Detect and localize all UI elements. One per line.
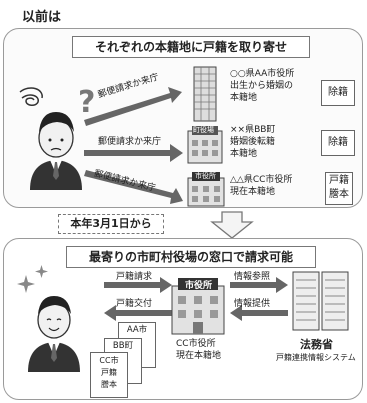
office-building-2 bbox=[187, 126, 223, 164]
doc-badge-2: 除籍 bbox=[321, 130, 355, 156]
office-building-1 bbox=[193, 66, 217, 122]
confused-person-illustration: ? bbox=[19, 85, 95, 190]
doc-badge-3: 戸籍 謄本 bbox=[325, 172, 353, 205]
happy-person-illustration bbox=[17, 265, 80, 372]
ministry-servers bbox=[292, 271, 349, 331]
office-2-sign: 町役場 bbox=[193, 126, 214, 134]
office-1-text: ○○県AA市役所 出生から婚姻の 本籍地 bbox=[230, 69, 295, 103]
svg-text:?: ? bbox=[78, 85, 95, 120]
bottom-office-building bbox=[171, 278, 225, 335]
office-2-text: ××県BB町 婚姻後転籍 本籍地 bbox=[230, 125, 276, 159]
request-label: 戸籍請求 bbox=[116, 272, 153, 282]
date-label: 本年3月1日から bbox=[58, 214, 164, 234]
ministry-system: 戸籍連携情報システム bbox=[276, 353, 356, 362]
info-provide-label: 情報提供 bbox=[234, 299, 271, 309]
office-building-3 bbox=[187, 172, 225, 207]
after-title: 最寄りの市町村役場の窓口で請求可能 bbox=[66, 246, 316, 268]
bottom-arrows bbox=[104, 277, 288, 321]
after-panel bbox=[3, 238, 363, 400]
doc-cc: CC市 戸籍 謄本 bbox=[90, 352, 128, 398]
before-label: 以前は bbox=[22, 10, 62, 25]
info-ref-label: 情報参照 bbox=[234, 272, 271, 282]
office-3-sign: 市役所 bbox=[195, 172, 216, 180]
request-arrows bbox=[84, 87, 183, 204]
issue-label: 戸籍交付 bbox=[116, 299, 153, 309]
ministry-name: 法務省 bbox=[300, 338, 333, 351]
office-3-text: △△県CC市役所 現在本籍地 bbox=[230, 175, 293, 197]
bottom-office-text: CC市役所 現在本籍地 bbox=[176, 339, 222, 361]
down-arrow bbox=[210, 211, 254, 239]
before-title: それぞれの本籍地に戸籍を取り寄せ bbox=[72, 36, 310, 58]
bottom-office-sign: 市役所 bbox=[185, 281, 213, 291]
request-label-2: 郵便請求か来庁 bbox=[98, 137, 162, 147]
doc-badge-1: 除籍 bbox=[321, 80, 355, 106]
